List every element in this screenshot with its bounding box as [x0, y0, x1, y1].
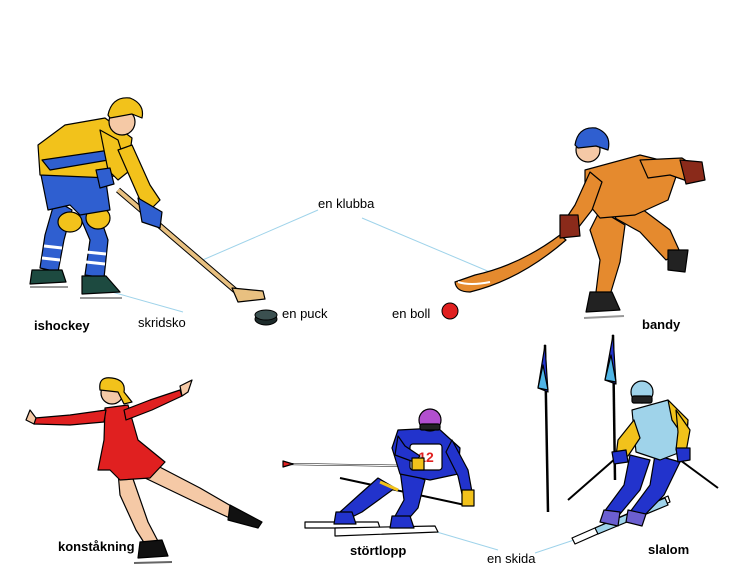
- label-skridsko: skridsko: [138, 315, 186, 330]
- leader-klubba-bandy: [361, 217, 498, 276]
- label-en-klubba: en klubba: [318, 196, 375, 211]
- skater-skate: [137, 539, 169, 559]
- leader-skridsko: [111, 291, 184, 313]
- leader-klubba-hockey: [197, 209, 319, 263]
- slalom-goggles: [631, 395, 653, 404]
- leader-skida: [429, 529, 499, 551]
- skater-arm-right: [123, 389, 183, 421]
- bandy-leg-front: [589, 209, 626, 296]
- puck-icon: [254, 309, 278, 326]
- bandy-helmet: [574, 127, 610, 151]
- skater-back-leg: [144, 461, 239, 521]
- label-slalom: slalom: [648, 542, 689, 557]
- label-bandy: bandy: [642, 317, 681, 332]
- labels: en klubba ishockey skridsko en puck en b…: [34, 196, 689, 566]
- downhill-ski-front: [334, 525, 439, 537]
- hockey-skate-right: [81, 275, 121, 295]
- figure-skater-figure: [25, 377, 263, 564]
- bandy-stick: [454, 234, 567, 293]
- label-en-puck: en puck: [282, 306, 328, 321]
- label-en-skida: en skida: [487, 551, 536, 566]
- slalom-skier-figure: [537, 334, 719, 545]
- bandy-skate-front: [585, 291, 621, 313]
- hockey-arm-left: [99, 129, 129, 181]
- label-ishockey: ishockey: [34, 318, 90, 333]
- ishockey-player-figure: [29, 97, 266, 303]
- hockey-skate-left: [29, 269, 67, 285]
- leader-lines: [111, 209, 584, 554]
- skater-hair: [99, 377, 133, 405]
- bandy-player-figure: [454, 127, 706, 319]
- bandy-glove-back: [679, 159, 706, 185]
- label-konstakning: konståkning: [58, 539, 135, 554]
- downhill-skier-figure: 12: [282, 408, 475, 537]
- skater-dress: [97, 404, 166, 481]
- bandy-skate-back: [667, 249, 689, 273]
- bandy-glove-front: [559, 214, 581, 239]
- hockey-left-leg: [39, 199, 73, 273]
- boll-icon: [441, 302, 459, 320]
- skater-arm-left: [33, 409, 107, 426]
- label-stortlopp: störtlopp: [350, 543, 406, 558]
- hockey-stick-blade: [231, 287, 266, 303]
- downhill-goggles: [419, 423, 441, 431]
- hockey-helmet: [107, 97, 144, 119]
- label-en-boll: en boll: [392, 306, 430, 321]
